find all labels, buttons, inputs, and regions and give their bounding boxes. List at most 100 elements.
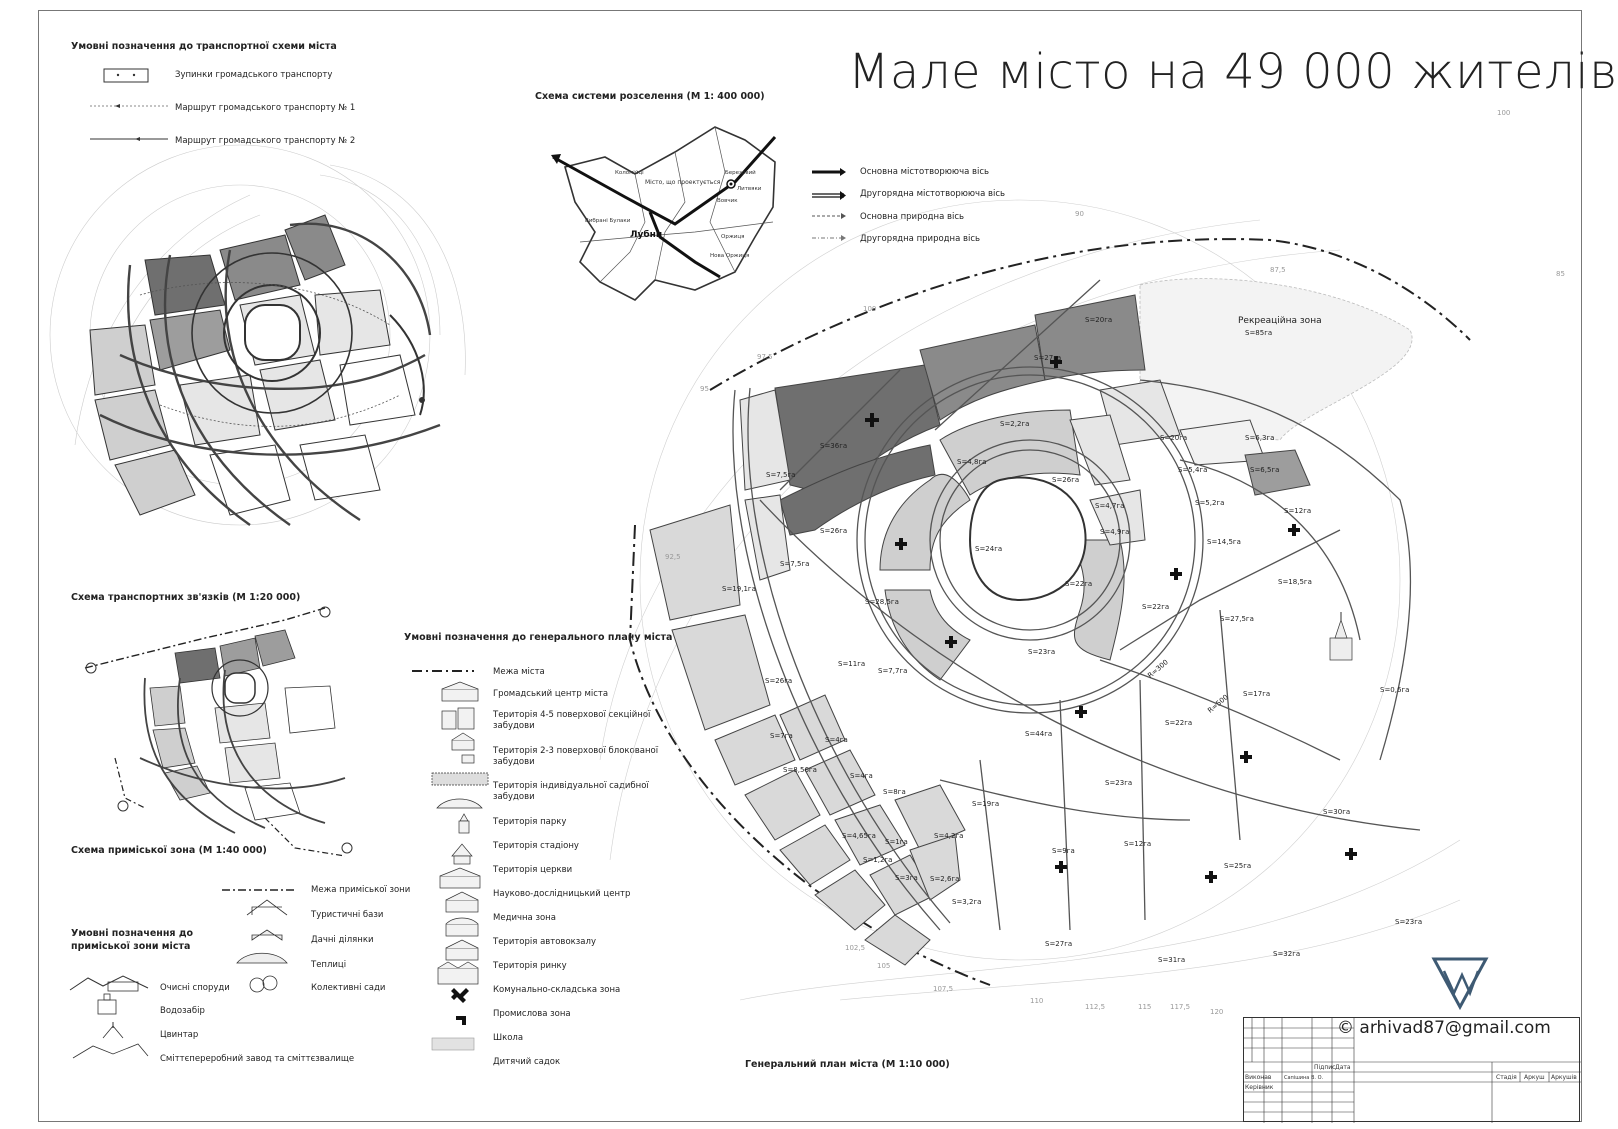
legend-stadium: Територія стадіону bbox=[493, 841, 579, 851]
settlement-legend-symbols bbox=[812, 168, 846, 241]
contour-10: 107,5 bbox=[933, 985, 954, 993]
area-label-34: S=4га bbox=[825, 736, 848, 744]
contour-2: 95 bbox=[700, 385, 709, 393]
legend-route-1: Маршрут громадського транспорту № 1 bbox=[175, 103, 356, 113]
legend-city-boundary: Межа міста bbox=[493, 667, 545, 677]
legend-individual-housing: Територія індивідуальної садибної забудо… bbox=[493, 781, 649, 802]
area-label-42: S=4,2га bbox=[934, 832, 964, 840]
bus-stop-symbol bbox=[103, 68, 149, 83]
area-label-10: S=4,7га bbox=[1095, 502, 1125, 510]
area-label-52: S=31га bbox=[1158, 956, 1186, 964]
stamp-vykonav-name: Сапішина В. О. bbox=[1284, 1075, 1324, 1081]
legend-research-center: Науково-дослідницький центр bbox=[493, 889, 631, 899]
settlement-legend-natural-axis: Основна природна вісь bbox=[860, 212, 965, 222]
place-project: Місто, що проектується bbox=[645, 179, 721, 186]
area-label-20: S=19,1га bbox=[722, 585, 756, 593]
area-label-18: S=12га bbox=[1284, 507, 1312, 515]
place-orzhytsia: Оржиця bbox=[721, 234, 744, 240]
place-berezovyi: Березовий bbox=[725, 169, 756, 176]
area-label-44: S=12га bbox=[1124, 840, 1152, 848]
settlement-legend-secondary-axis: Другорядна містотворююча вісь bbox=[860, 189, 1006, 199]
drawing-frame bbox=[38, 10, 1582, 1122]
contour-4: 90 bbox=[1075, 210, 1084, 218]
area-label-54: S=23га bbox=[1395, 918, 1423, 926]
main-axis bbox=[552, 136, 777, 226]
suburban-legend-heading-1: Умовні позначення до bbox=[71, 928, 194, 939]
sheet-title: Мале місто на 49 000 жителів bbox=[848, 44, 1618, 100]
area-label-45: S=25га bbox=[1224, 862, 1252, 870]
area-label-16: S=4,9га bbox=[1100, 528, 1130, 536]
stamp-stadia: Стадія bbox=[1496, 1074, 1517, 1081]
settlement-legend-main-axis: Основна містотворююча вісь bbox=[860, 167, 990, 177]
city-boundary-north bbox=[709, 238, 1471, 391]
transport-legend-symbols bbox=[90, 68, 168, 141]
recreation-area: S=85га bbox=[1245, 329, 1273, 337]
settlement-legend-secondary-natural-axis: Другорядна природна вісь bbox=[860, 234, 981, 244]
area-label-26: S=7,7га bbox=[878, 667, 908, 675]
legend-bus-stops: Зупинки громадського транспорту bbox=[175, 70, 333, 80]
contour-9: 105 bbox=[877, 962, 891, 970]
stamp-arkush: Аркуш bbox=[1524, 1074, 1545, 1081]
suburban-legend-water-intake: Водозабір bbox=[160, 1006, 205, 1016]
place-lubny: Лубни bbox=[630, 229, 662, 240]
email-text: arhivad87@gmail.com bbox=[1359, 1018, 1551, 1038]
block-26-west bbox=[671, 614, 771, 731]
area-label-24: S=18,5га bbox=[1278, 578, 1312, 586]
suburban-legend-waste: Сміттєпереробний завод та сміттєзвалище bbox=[160, 1054, 355, 1064]
contour-0: 100 bbox=[863, 305, 877, 313]
area-label-32: S=22га bbox=[1165, 719, 1193, 727]
block-23 bbox=[884, 589, 971, 681]
contour-12: 112,5 bbox=[1085, 1003, 1106, 1011]
place-lytvyaky: Литвяки bbox=[737, 186, 762, 192]
area-label-48: S=3га bbox=[895, 874, 918, 882]
area-label-2: S=20га bbox=[1085, 316, 1113, 324]
contour-3: 92,5 bbox=[665, 553, 681, 561]
legend-market: Територія ринку bbox=[493, 961, 567, 971]
area-label-27: S=23га bbox=[1028, 648, 1056, 656]
city-boundary-west bbox=[628, 524, 991, 986]
legend-4-5-storey: Територія 4-5 поверхової секційної забуд… bbox=[493, 710, 651, 731]
area-label-43: S=9га bbox=[1052, 847, 1075, 855]
area-label-0: S=36га bbox=[820, 442, 848, 450]
area-label-15: S=22га bbox=[1065, 580, 1093, 588]
area-label-22: S=22га bbox=[1142, 603, 1170, 611]
place-nova-orzhytsia: Нова Оржиця bbox=[710, 253, 749, 259]
stamp-kerivnyk: Керівник bbox=[1245, 1084, 1274, 1091]
master-legend-icons bbox=[412, 670, 489, 1051]
area-label-30: S=26га bbox=[765, 677, 793, 685]
legend-route-2: Маршрут громадського транспорту № 2 bbox=[175, 136, 356, 146]
church-icon bbox=[1329, 612, 1353, 661]
suburban-legend-treatment: Очисні споруди bbox=[160, 983, 230, 993]
civic-center-core bbox=[968, 476, 1087, 602]
title-block-grid bbox=[1244, 1018, 1581, 1123]
area-label-29: S=0,6га bbox=[1380, 686, 1410, 694]
suburban-legend-dachas: Дачні ділянки bbox=[311, 935, 374, 945]
area-label-23: S=27,5га bbox=[1220, 615, 1254, 623]
stamp-data: Дата bbox=[1335, 1064, 1351, 1071]
suburban-legend-icons-left bbox=[69, 975, 149, 1059]
title-block: Підпис Дата Виконав Сапішина В. О. Керів… bbox=[1243, 1017, 1581, 1123]
block-27 bbox=[919, 324, 1046, 421]
suburban-legend-heading-2: приміської зони міста bbox=[71, 941, 191, 952]
area-label-41: S=4,65га bbox=[842, 832, 876, 840]
suburban-legend-cemetery: Цвинтар bbox=[160, 1030, 199, 1040]
area-label-31: S=44га bbox=[1025, 730, 1053, 738]
block-19-1 bbox=[649, 504, 741, 621]
recreation-zone bbox=[1139, 278, 1413, 441]
area-label-51: S=27га bbox=[1045, 940, 1073, 948]
area-label-38: S=19га bbox=[972, 800, 1000, 808]
area-label-12: S=6,5га bbox=[1250, 466, 1280, 474]
area-label-8: S=26га bbox=[1052, 476, 1080, 484]
legend-medical: Медична зона bbox=[493, 913, 556, 923]
legend-bus-station: Територія автовокзалу bbox=[493, 937, 596, 947]
area-label-49: S=2,6га bbox=[930, 875, 960, 883]
area-label-4: S=2,2га bbox=[1000, 420, 1030, 428]
place-kolomiytsi: Коломійці bbox=[615, 169, 644, 176]
area-label-5: S=4,8га bbox=[957, 458, 987, 466]
author-logo-icon bbox=[1431, 957, 1489, 1011]
contour-11: 110 bbox=[1030, 997, 1044, 1005]
area-label-14: S=24га bbox=[975, 545, 1003, 553]
suburban-scheme-map bbox=[84, 606, 353, 857]
stamp-vykonav: Виконав bbox=[1245, 1074, 1272, 1081]
area-label-17: S=5,2га bbox=[1195, 499, 1225, 507]
